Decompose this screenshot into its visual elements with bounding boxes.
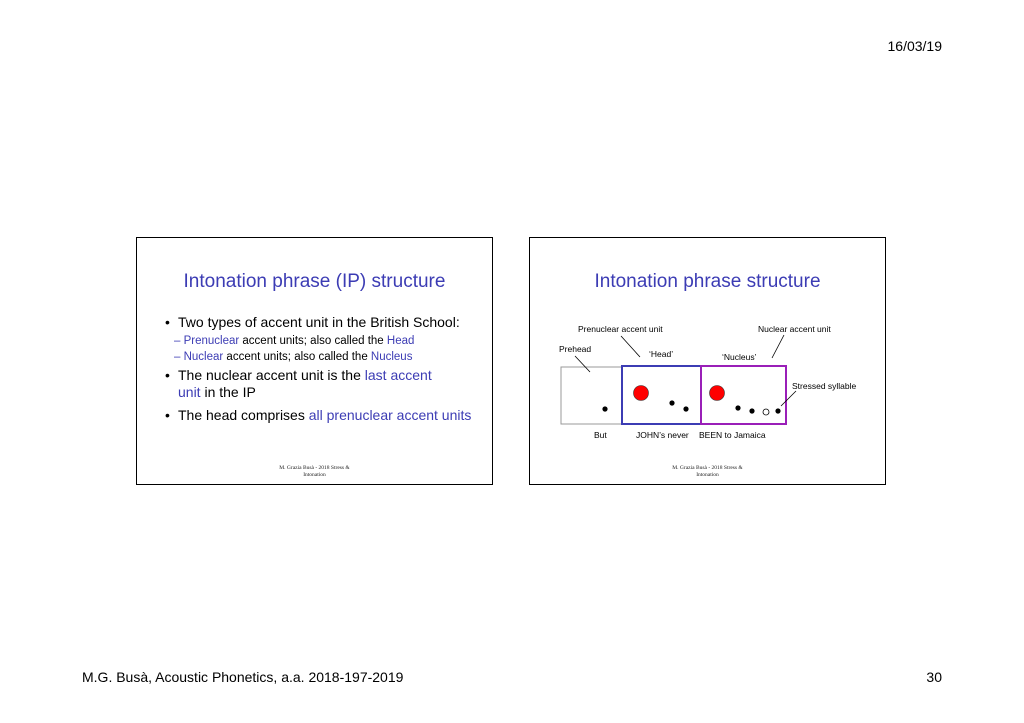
unstressed-syllable-dot <box>762 408 770 416</box>
bullet-list: • Two types of accent unit in the Britis… <box>163 314 481 424</box>
sub-bullet-item: – Nuclear accent units; also called the … <box>163 350 481 365</box>
highlight-prenuclear: Prenuclear <box>183 335 240 347</box>
bullet-text: Two types of accent unit in the British … <box>178 314 460 330</box>
ip-structure-diagram <box>560 334 797 425</box>
bullet-text: The head comprises <box>178 407 309 423</box>
slide-footer-line: M. Grazia Busà - 2018 Stress & <box>672 465 743 471</box>
bullet-item: • Two types of accent unit in the Britis… <box>163 314 481 331</box>
page-number: 30 <box>926 669 942 685</box>
slide-footer-line: M. Grazia Busà - 2018 Stress & <box>279 465 350 471</box>
slide-ip-diagram: Intonation phrase structure Prenuclear a… <box>529 237 886 485</box>
slide-footer: M. Grazia Busà - 2018 Stress & Intonatio… <box>530 465 885 479</box>
label-head: ‘Head’ <box>649 349 674 359</box>
label-but: But <box>594 430 607 440</box>
accent-dot-been <box>709 385 725 401</box>
syllable-dot <box>669 400 675 406</box>
label-been-to-jamaica: BEEN to Jamaica <box>699 430 766 440</box>
label-nuclear-accent-unit: Nuclear accent unit <box>758 324 831 334</box>
pointer-line <box>620 335 641 358</box>
bullet-item: • The head comprises all prenuclear acce… <box>163 407 481 424</box>
syllable-dot <box>735 405 741 411</box>
slide-title: Intonation phrase (IP) structure <box>183 271 446 292</box>
prehead-box <box>560 366 623 425</box>
nucleus-box <box>700 365 787 425</box>
highlight-unit: unit <box>178 384 201 400</box>
sub-bullet-text: accent units; also called the <box>223 351 371 363</box>
bullet-item: • The nuclear accent unit is the last ac… <box>163 367 481 401</box>
sub-bullet-dash: – <box>174 351 184 363</box>
slide-footer-line: Intonation <box>696 472 719 478</box>
sub-bullet-text: accent units; also called the <box>239 335 387 347</box>
sub-bullet-dash: – <box>174 335 184 347</box>
bullet-text: The nuclear accent unit is the <box>178 367 365 383</box>
slide-ip-structure: Intonation phrase (IP) structure • Two t… <box>136 237 493 485</box>
accent-dot-john <box>633 385 649 401</box>
pointer-line <box>574 355 591 373</box>
page-footer-course: M.G. Busà, Acoustic Phonetics, a.a. 2018… <box>82 669 404 685</box>
syllable-dot <box>749 408 755 414</box>
pointer-line <box>771 334 785 359</box>
slide-footer: M. Grazia Busà - 2018 Stress & Intonatio… <box>137 465 492 479</box>
label-nucleus: ‘Nucleus’ <box>722 352 757 362</box>
bullet-mark: • <box>165 407 170 423</box>
syllable-dot <box>683 406 689 412</box>
highlight-all-prenuclear: all prenuclear accent units <box>308 407 472 423</box>
highlight-last-accent: last accent <box>364 367 432 383</box>
slide-footer-line: Intonation <box>303 472 326 478</box>
label-johns-never: JOHN’s never <box>636 430 689 440</box>
pointer-line <box>780 390 797 407</box>
bullet-mark: • <box>165 367 170 383</box>
label-prehead: Prehead <box>559 344 592 354</box>
highlight-nucleus: Nucleus <box>370 351 413 363</box>
highlight-nuclear: Nuclear <box>183 351 224 363</box>
label-stressed-syllable: Stressed syllable <box>792 381 857 391</box>
bullet-text: in the IP <box>200 384 256 400</box>
label-prenuclear-accent-unit: Prenuclear accent unit <box>578 324 663 334</box>
syllable-dot <box>602 406 608 412</box>
syllable-dot <box>775 408 781 414</box>
highlight-head: Head <box>386 335 415 347</box>
bullet-mark: • <box>165 314 170 330</box>
page-date: 16/03/19 <box>887 38 943 54</box>
sub-bullet-item: – Prenuclear accent units; also called t… <box>163 334 481 349</box>
slide-title: Intonation phrase structure <box>594 271 821 292</box>
